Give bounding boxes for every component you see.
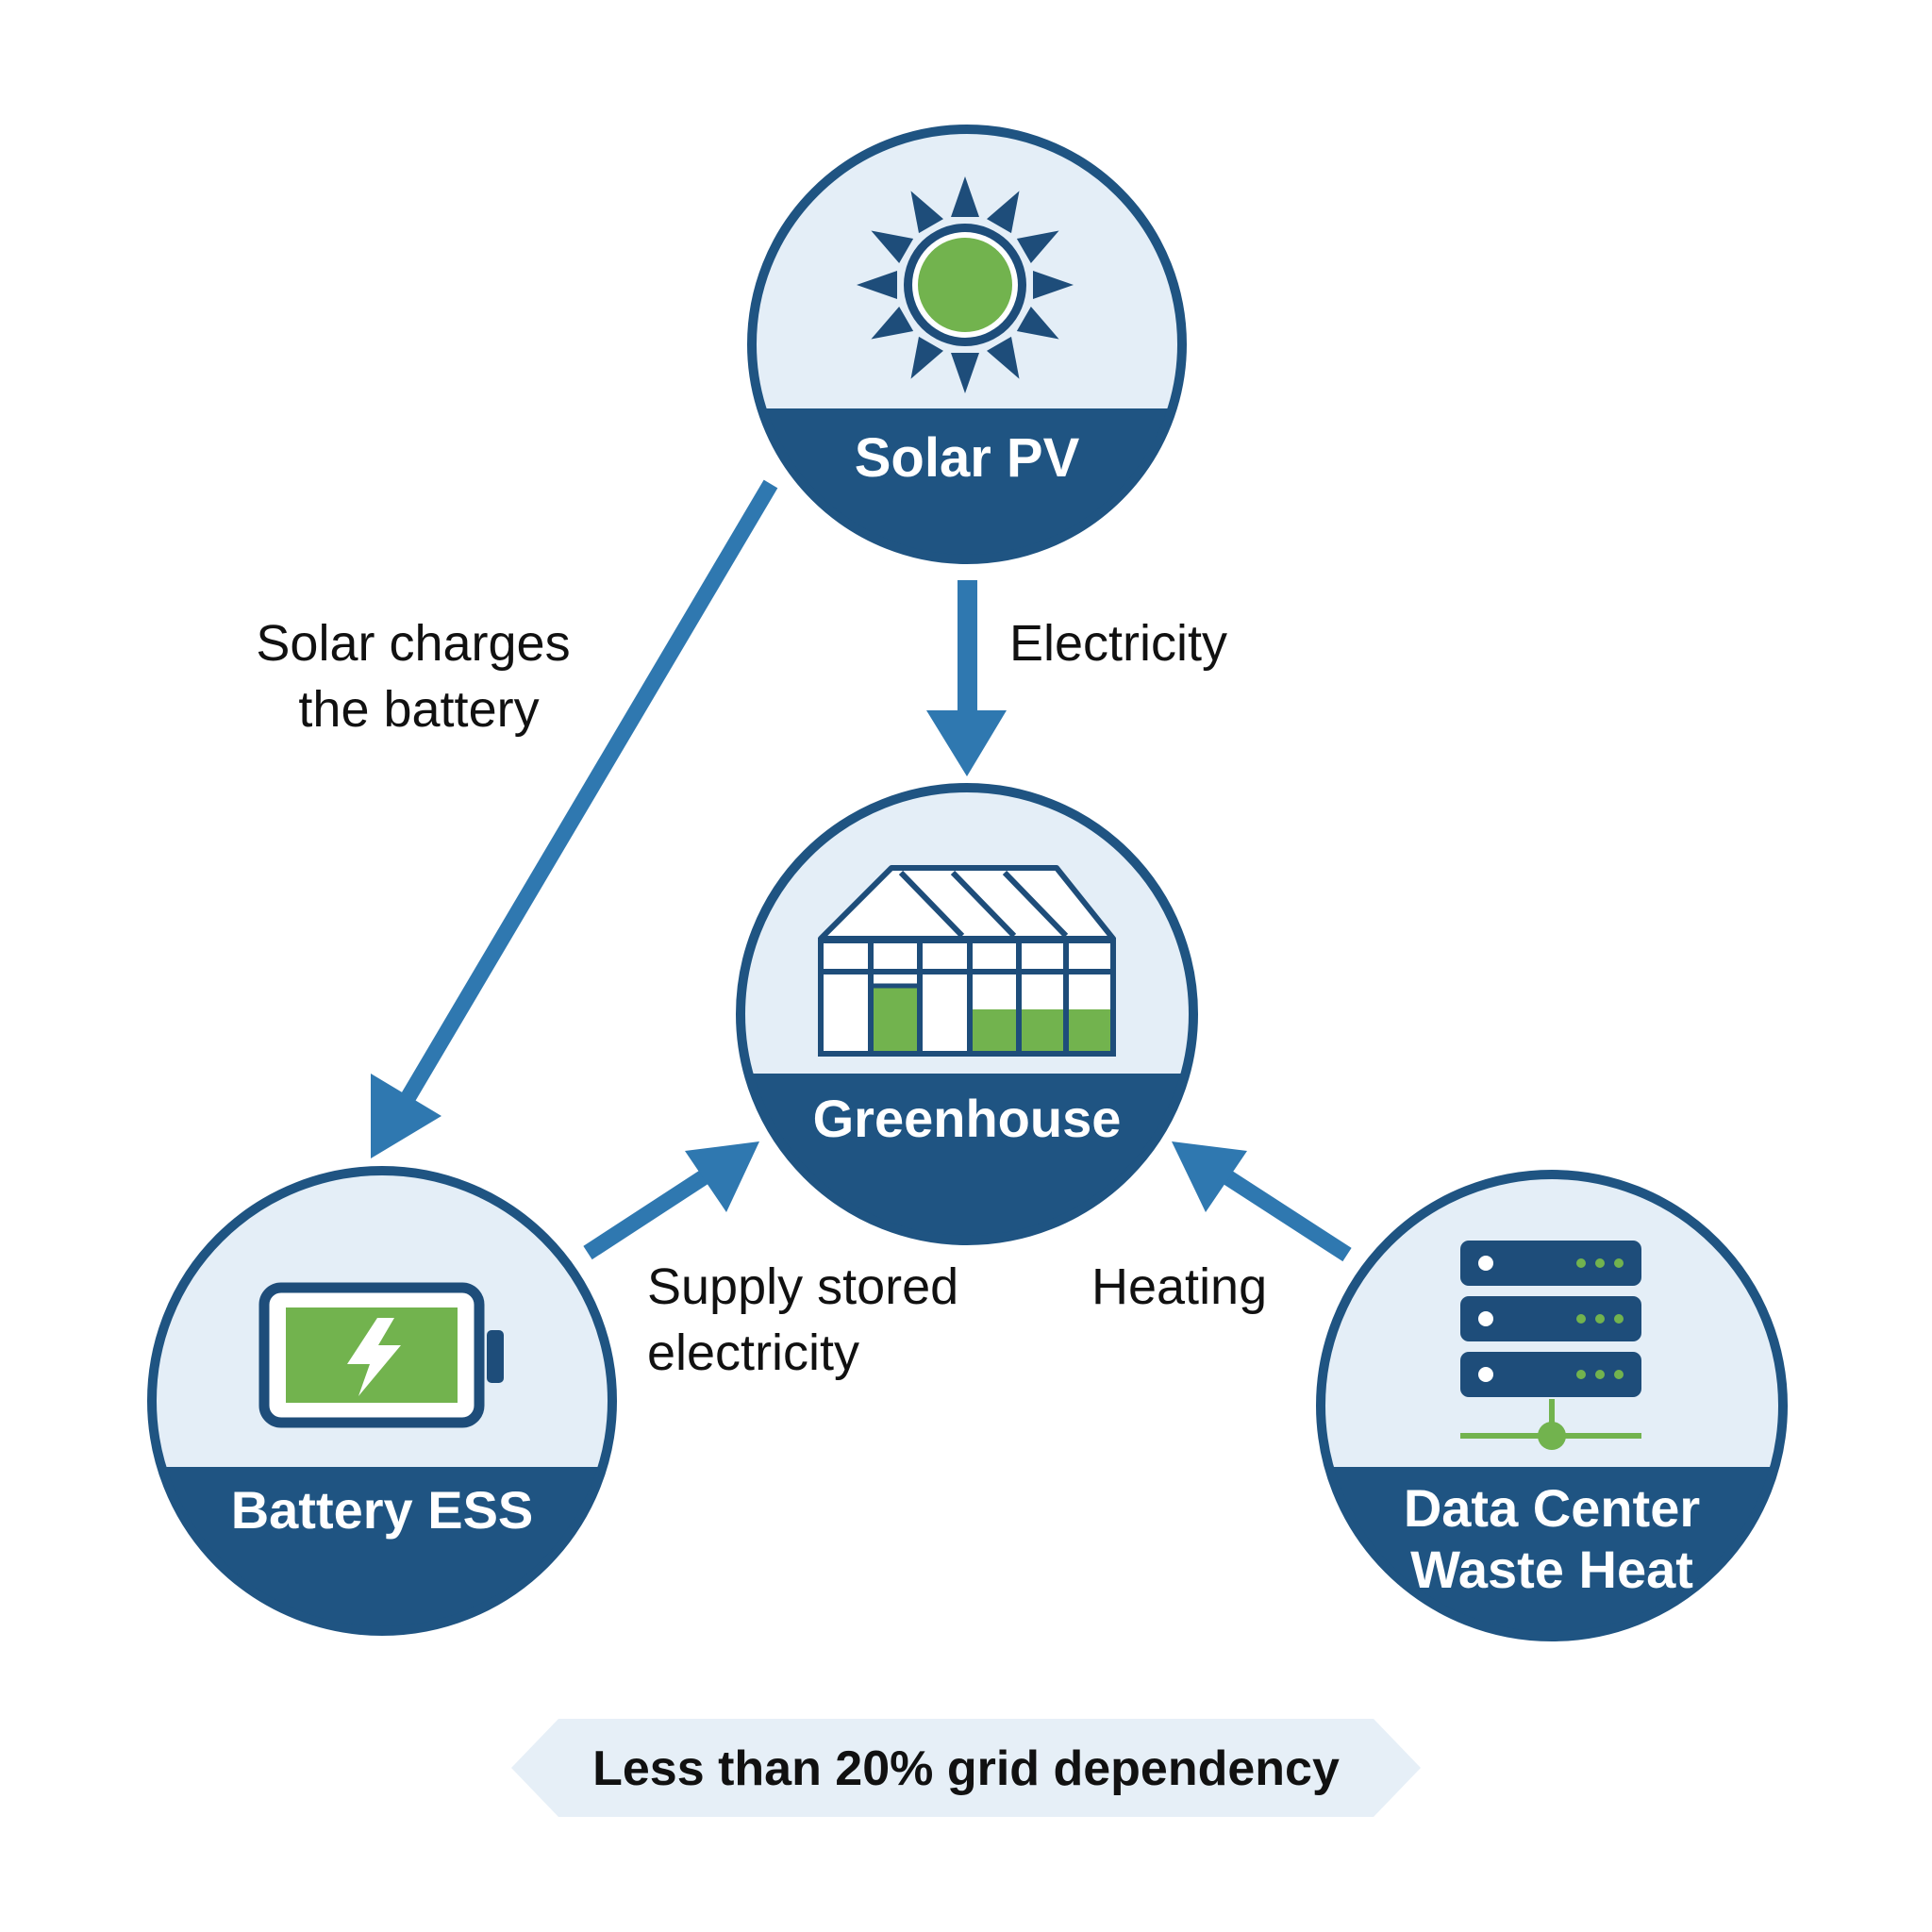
sun-ray [910, 191, 943, 234]
sun-ray [871, 230, 914, 263]
node-data-center: Data Center Waste Heat [1316, 1170, 1788, 1641]
arrow-battery-to-greenhouse [583, 1141, 759, 1260]
sun-ray [987, 191, 1020, 234]
sun-ray [857, 271, 897, 299]
node-battery-ess: Battery ESS [147, 1166, 617, 1636]
arrow-solar-to-greenhouse [926, 580, 1007, 776]
sun-ray [951, 353, 979, 393]
server-unit [1460, 1241, 1641, 1286]
solar-pv-label: Solar PV [855, 427, 1080, 489]
flow-label-supply-stored-line2: electricity [647, 1324, 859, 1381]
greenhouse-label: Greenhouse [813, 1089, 1122, 1148]
grid-dependency-text: Less than 20% grid dependency [592, 1741, 1340, 1796]
sun-ray [910, 336, 943, 379]
server-unit [1460, 1352, 1641, 1397]
greenhouse-icon [818, 865, 1116, 1057]
arrow-solar-to-battery [371, 479, 778, 1158]
grid-dependency-banner: Less than 20% grid dependency [511, 1719, 1421, 1817]
node-solar-pv: Solar PV [747, 125, 1187, 564]
flow-label-supply-stored-line1: Supply stored [647, 1258, 958, 1315]
sun-ray [951, 176, 979, 217]
sun-icon [857, 176, 1074, 393]
data-center-label-line1: Data Center [1404, 1478, 1700, 1538]
sun-ray [871, 307, 914, 340]
sun-ray [1016, 230, 1059, 263]
node-greenhouse: Greenhouse [736, 783, 1198, 1245]
flow-label-electricity: Electricity [1009, 615, 1227, 672]
sun-ray [987, 336, 1020, 379]
battery-charging-icon [258, 1282, 504, 1428]
server-rack-icon [1460, 1241, 1641, 1450]
server-unit [1460, 1296, 1641, 1341]
data-center-label-line2: Waste Heat [1410, 1540, 1693, 1599]
flow-label-solar-charges-line1: Solar charges [256, 615, 570, 672]
battery-ess-label: Battery ESS [231, 1480, 534, 1540]
sun-ray [1033, 271, 1074, 299]
flow-label-solar-charges-line2: the battery [298, 681, 539, 738]
arrow-datacenter-to-greenhouse [1172, 1141, 1352, 1262]
flow-label-heating: Heating [1091, 1258, 1267, 1315]
sun-ray [1016, 307, 1059, 340]
